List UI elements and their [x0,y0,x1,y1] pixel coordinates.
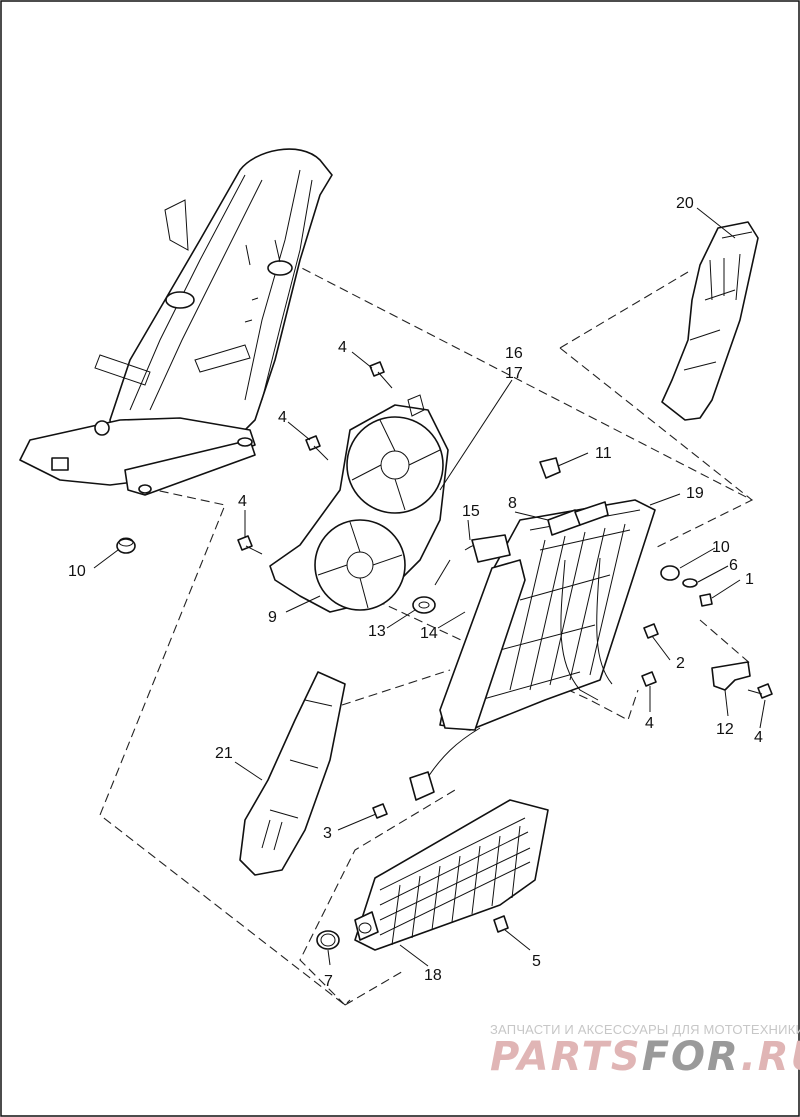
callout-19: 19 [686,485,704,502]
callout-12: 12 [716,721,734,738]
callout-11: 11 [595,445,612,462]
callout-4: 4 [645,715,654,732]
bracket-12 [711,661,751,691]
callout-9: 9 [268,609,277,626]
callout-4: 4 [338,339,347,356]
hardware-right [660,565,713,607]
callout-18: 18 [424,967,442,984]
callout-4: 4 [754,729,763,746]
callout-labels: 20 16 17 4 4 4 11 8 19 15 10 6 1 10 9 13… [68,195,763,990]
callout-5: 5 [532,953,541,970]
callout-2: 2 [676,655,685,672]
callout-21: 21 [215,745,233,762]
callout-4: 4 [238,493,247,510]
callout-7: 7 [324,973,333,990]
fan-assembly [269,394,449,613]
grommet-10-left [116,537,136,554]
watermark-logo: PARTSFOR.RU [490,1034,800,1080]
assembly-guide-lines [99,261,754,1006]
watermark-brand-3: .RU [741,1034,800,1080]
callout-13: 13 [368,623,386,640]
callout-14: 14 [420,625,438,642]
nut-5 [493,915,509,933]
callout-17: 17 [505,365,523,382]
radiator-assembly [439,499,656,731]
callout-16: 16 [505,345,523,362]
shroud-right [661,221,759,421]
callout-1: 1 [745,571,754,588]
oring-7 [316,930,340,950]
callout-10: 10 [68,563,86,580]
shroud-left [239,671,346,876]
frame-assembly [19,148,333,496]
watermark-brand-1: PARTS [490,1034,642,1080]
watermark-brand-2: FOR [642,1034,741,1080]
watermark: ЗАПЧАСТИ И АКСЕССУАРЫ ДЛЯ МОТОТЕХНИКИ PA… [490,1022,800,1080]
grommet-11 [539,457,561,479]
grommet-13 [412,596,436,614]
callout-8: 8 [508,495,517,512]
callout-3: 3 [323,825,332,842]
callout-20: 20 [676,195,694,212]
callout-10: 10 [712,539,730,556]
watermark-subtitle: ЗАПЧАСТИ И АКСЕССУАРЫ ДЛЯ МОТОТЕХНИКИ [490,1022,800,1037]
oil-cooler [354,799,549,951]
callout-4: 4 [278,409,287,426]
leader-lines [93,207,766,967]
callout-15: 15 [462,503,480,520]
callout-6: 6 [729,557,738,574]
